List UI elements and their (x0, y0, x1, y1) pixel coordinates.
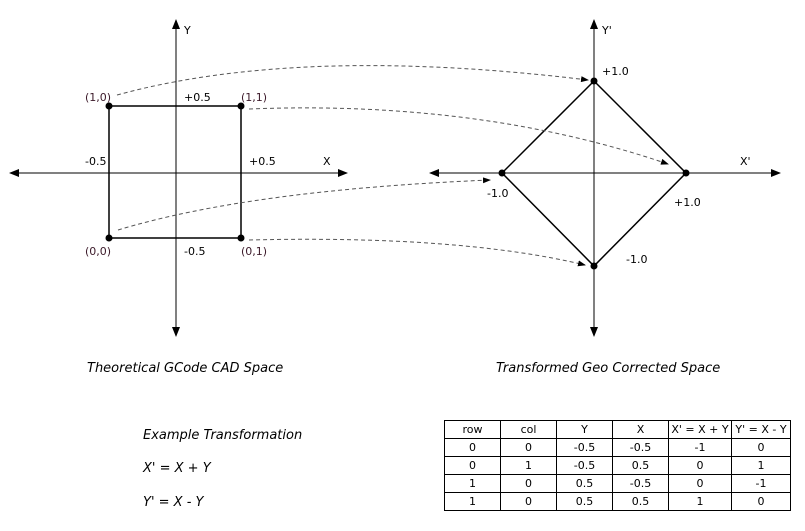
header-y: Y (556, 420, 613, 439)
header-x-prime: X' = X + Y (668, 420, 732, 439)
cell: -0.5 (612, 474, 669, 493)
example-title: Example Transformation (143, 428, 302, 443)
tick-left: -0.5 (85, 155, 106, 168)
cell: -1 (668, 438, 732, 457)
tick-bottom: -0.5 (184, 245, 205, 258)
point-label-0-1: (0,1) (241, 245, 267, 258)
left-axes (9, 19, 348, 337)
cell: 0.5 (612, 456, 669, 475)
mapping-arrows (116, 65, 669, 267)
header-row: row (444, 420, 501, 439)
cell: 1 (500, 456, 557, 475)
header-col: col (500, 420, 557, 439)
tick-right: +0.5 (249, 155, 276, 168)
cell: 0 (444, 456, 501, 475)
equation-x-prime: X' = X + Y (142, 461, 212, 476)
square (108, 105, 242, 239)
tick-bottom-prime: -1.0 (626, 253, 647, 266)
cell: -0.5 (556, 438, 613, 457)
left-caption: Theoretical GCode CAD Space (87, 361, 283, 376)
right-y-label: Y' (601, 24, 612, 37)
square-vertices (105, 102, 245, 242)
cell: 1 (668, 492, 732, 511)
cell: 1 (444, 474, 501, 493)
cell: -1 (731, 474, 791, 493)
tick-top: +0.5 (184, 91, 211, 104)
header-y-prime: Y' = X - Y (731, 420, 791, 439)
cell: 1 (731, 456, 791, 475)
cell: -0.5 (612, 438, 669, 457)
cell: 0 (731, 492, 791, 511)
tick-right-prime: +1.0 (674, 196, 701, 209)
left-y-label: Y (183, 24, 191, 37)
point-label-1-0: (1,0) (85, 91, 111, 104)
right-x-label: X' (740, 155, 751, 168)
cell: 0 (500, 492, 557, 511)
cell: 0.5 (556, 474, 613, 493)
cell: 0 (444, 438, 501, 457)
diamond-vertices (498, 77, 690, 270)
right-caption: Transformed Geo Corrected Space (496, 361, 720, 376)
header-x: X (612, 420, 669, 439)
cell: 0 (731, 438, 791, 457)
cell: 0 (668, 474, 732, 493)
cell: 0 (500, 438, 557, 457)
cell: 0.5 (556, 492, 613, 511)
tick-top-prime: +1.0 (602, 65, 629, 78)
cell: 1 (444, 492, 501, 511)
cell: 0 (500, 474, 557, 493)
tick-left-prime: -1.0 (487, 187, 508, 200)
cell: 0.5 (612, 492, 669, 511)
left-x-label: X (323, 155, 331, 168)
cell: 0 (668, 456, 732, 475)
cell: -0.5 (556, 456, 613, 475)
equation-y-prime: Y' = X - Y (143, 495, 205, 510)
point-label-1-1: (1,1) (241, 91, 267, 104)
point-label-0-0: (0,0) (85, 245, 111, 258)
table-header-row: row col Y X X' = X + Y Y' = X - Y (444, 420, 791, 439)
